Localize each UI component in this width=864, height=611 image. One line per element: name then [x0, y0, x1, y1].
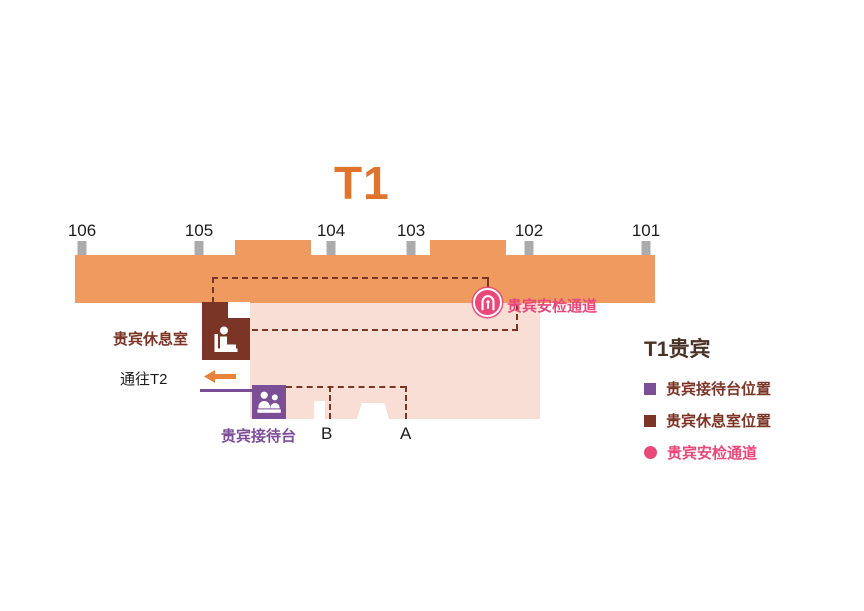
vip-reception-label: 贵宾接待台	[221, 428, 297, 445]
route-dashed-line	[286, 386, 406, 388]
gate-number-106: 106	[67, 221, 97, 240]
jet-bridge-marker	[194, 241, 204, 256]
lounge-marker-icon	[644, 414, 656, 427]
gate-number-105: 105	[184, 221, 214, 240]
jet-bridge-marker	[77, 241, 87, 256]
vip-reception-block	[252, 385, 286, 419]
route-dashed-line	[516, 304, 518, 330]
legend-title: T1贵宾	[644, 338, 711, 361]
gate-number-103: 103	[396, 221, 426, 240]
legend-item-label: 贵宾接待台位置	[666, 381, 772, 398]
route-dashed-line	[487, 277, 489, 288]
hall-notch	[314, 401, 325, 419]
route-dashed-line	[329, 386, 331, 419]
reception-marker-icon	[644, 382, 656, 395]
vip-lounge-label: 贵宾休息室	[113, 331, 189, 348]
legend-item-label: 贵宾休息室位置	[666, 413, 772, 430]
legend: T1贵宾 贵宾接待台位置 贵宾休息室位置 贵宾安检通道	[644, 333, 771, 474]
seated-person-icon	[214, 326, 238, 352]
vip-security-marker	[473, 288, 502, 317]
route-dashed-line	[252, 329, 518, 331]
hall-notch	[357, 403, 389, 419]
legend-item-label: 贵宾安检通道	[667, 445, 758, 462]
jet-bridge-marker	[406, 241, 416, 256]
entrance-b-label: B	[321, 424, 333, 443]
gate-number-102: 102	[514, 221, 544, 240]
gate-number-101: 101	[631, 221, 661, 240]
terminal-hall	[250, 303, 540, 419]
vip-security-label: 贵宾安检通道	[507, 298, 598, 315]
left-arrow-icon	[204, 370, 236, 383]
lounge-notch	[228, 302, 250, 318]
legend-item-reception: 贵宾接待台位置	[644, 378, 771, 399]
legend-item-security: 贵宾安检通道	[644, 442, 771, 463]
entrance-a-label: A	[400, 424, 412, 443]
route-dashed-line	[212, 277, 214, 303]
security-gate-icon	[481, 294, 494, 310]
legend-item-lounge: 贵宾休息室位置	[644, 410, 771, 431]
jet-bridge-marker	[326, 241, 336, 256]
route-dashed-line	[405, 386, 407, 419]
to-t2-label: 通往T2	[120, 371, 168, 388]
reception-connector-line	[200, 389, 252, 392]
terminal-title: T1	[334, 157, 390, 209]
security-marker-icon	[644, 446, 657, 459]
concourse-band	[75, 255, 655, 303]
jet-bridge-marker	[641, 241, 651, 256]
concourse-band-tab	[235, 240, 311, 256]
reception-staff-icon	[257, 391, 281, 413]
gate-number-104: 104	[316, 221, 346, 240]
jet-bridge-marker	[524, 241, 534, 256]
concourse-band-tab	[430, 240, 506, 256]
route-dashed-line	[212, 277, 488, 279]
